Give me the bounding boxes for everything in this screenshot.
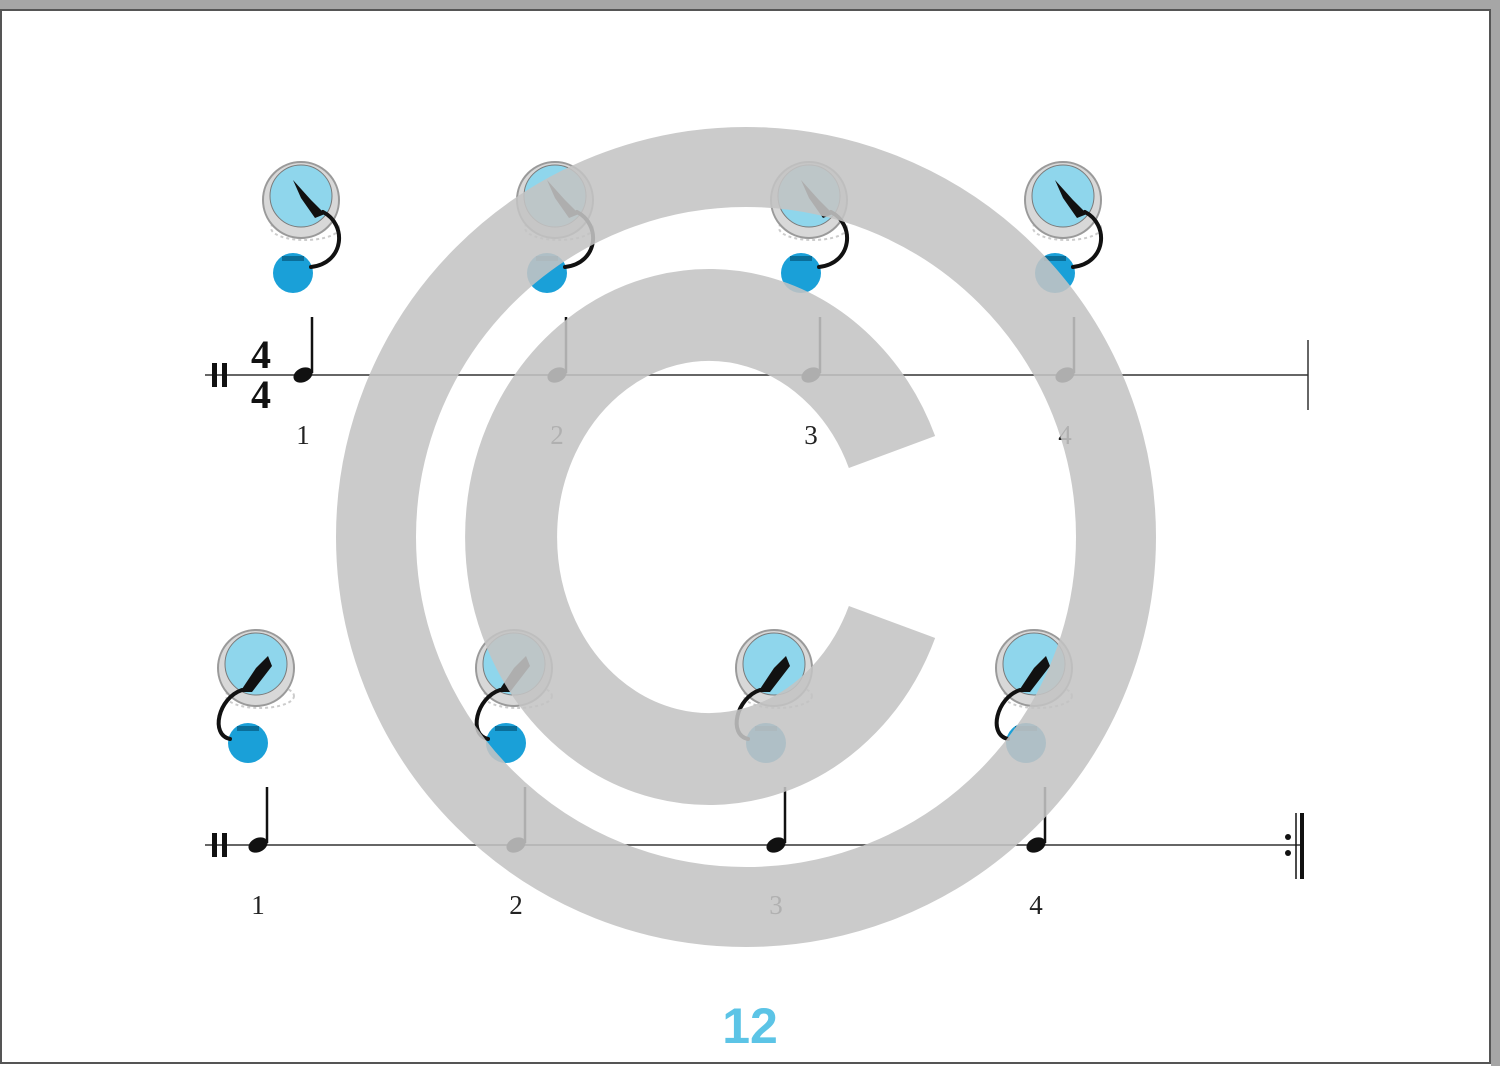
page-shadow-right (1491, 10, 1500, 1066)
mallet-ball-icon (746, 723, 786, 763)
beat-4: 4 (1024, 161, 1104, 450)
mallet-ball-icon (1006, 723, 1046, 763)
mallet-ball-icon (228, 723, 268, 763)
beat-number: 3 (769, 890, 783, 920)
beat-number: 1 (296, 420, 310, 450)
page-top-band (0, 0, 1500, 10)
beat-number: 1 (251, 890, 265, 920)
quarter-note (1055, 317, 1076, 383)
quarter-note (801, 317, 822, 383)
drum-icon (770, 161, 848, 241)
time-signature-top: 4 (251, 332, 271, 377)
page-number: 12 (722, 998, 778, 1054)
hand-icon (216, 656, 272, 741)
measure-1: 1 2 3 4 (205, 161, 1309, 450)
beat-2: 2 (516, 161, 596, 450)
drum-icon (516, 161, 594, 241)
time-signature-bottom: 4 (251, 372, 271, 417)
mallet-ball-icon (781, 253, 821, 293)
beat-1: 1 (262, 161, 342, 450)
measure-2: 1 2 3 4 (205, 629, 1304, 920)
quarter-note (1026, 787, 1047, 853)
beat-4: 4 (994, 629, 1073, 920)
beat-number: 2 (550, 420, 564, 450)
percussion-clef-icon (212, 363, 227, 387)
quarter-note (293, 317, 314, 383)
mallet-ball-icon (527, 253, 567, 293)
beat-1: 1 (216, 629, 295, 920)
drum-icon (262, 161, 340, 241)
percussion-clef-icon (212, 833, 227, 857)
mallet-ball-icon (1035, 253, 1075, 293)
mallet-ball-icon (486, 723, 526, 763)
quarter-note (506, 787, 527, 853)
quarter-note (248, 787, 269, 853)
beat-3: 3 (734, 629, 813, 920)
mallet-ball-icon (273, 253, 313, 293)
beat-3: 3 (770, 161, 850, 450)
drum-icon (1024, 161, 1102, 241)
quarter-note (547, 317, 568, 383)
beat-number: 4 (1058, 420, 1072, 450)
beat-number: 3 (804, 420, 818, 450)
quarter-note (766, 787, 787, 853)
repeat-end-barline (1285, 813, 1304, 879)
page-border (0, 9, 1491, 1064)
beat-number: 2 (509, 890, 523, 920)
beat-2: 2 (474, 629, 553, 920)
beat-number: 4 (1029, 890, 1043, 920)
